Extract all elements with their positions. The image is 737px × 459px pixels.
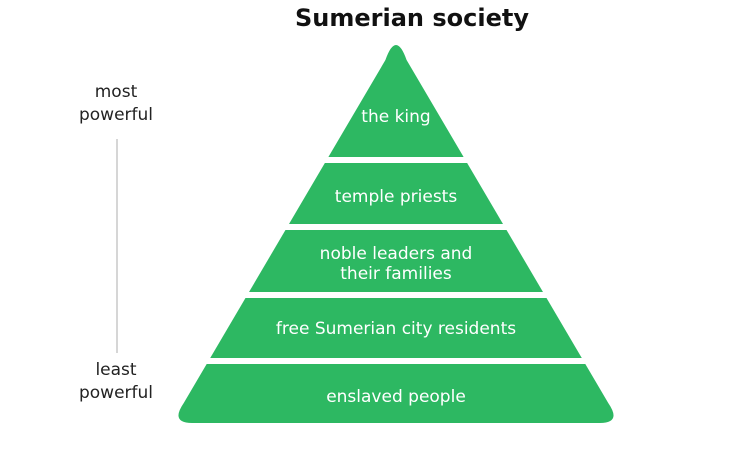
least-powerful-line-1: least — [95, 360, 137, 380]
tier-enslaved-people — [178, 364, 614, 423]
most-powerful-label: most powerful — [56, 81, 176, 127]
tier-label-free-residents: free Sumerian city residents — [276, 319, 516, 339]
most-powerful-line-1: most — [94, 82, 138, 102]
tier-the-king — [328, 45, 464, 157]
power-scale-line — [116, 139, 118, 353]
tier-free-residents — [210, 298, 582, 358]
pyramid-tiers: the king temple priests noble leaders andt… — [178, 45, 614, 423]
least-powerful-line-2: powerful — [78, 383, 154, 403]
tier-noble-leaders — [249, 230, 543, 292]
tier-label-temple-priests: temple priests — [335, 187, 458, 207]
least-powerful-label: least powerful — [56, 359, 176, 405]
tier-label-noble-leaders: their families — [340, 264, 452, 284]
tier-label-the-king: the king — [361, 107, 430, 127]
tier-label-enslaved-people: enslaved people — [326, 387, 466, 407]
diagram-title: Sumerian society — [295, 4, 529, 32]
most-powerful-line-2: powerful — [78, 105, 154, 125]
tier-label-noble-leaders: noble leaders and — [320, 244, 473, 264]
tier-temple-priests — [288, 163, 504, 224]
